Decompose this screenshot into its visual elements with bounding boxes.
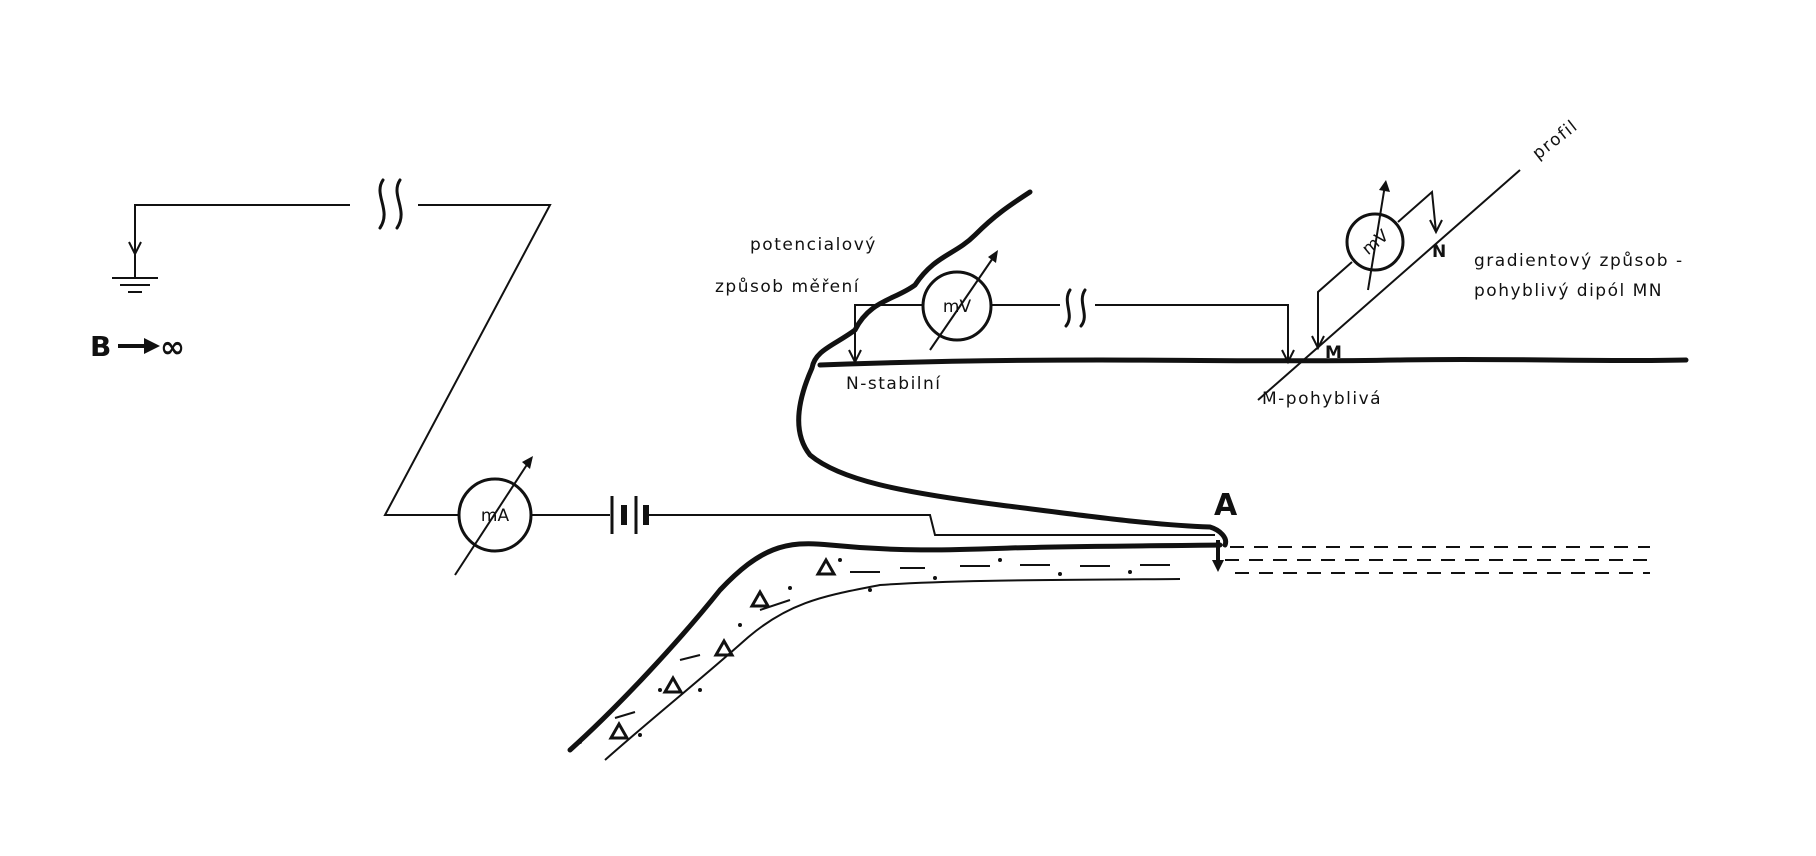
ammeter-needle (454, 459, 531, 576)
triangle-1 (815, 556, 837, 576)
ground-symbol (112, 254, 158, 293)
voltmeter-potential-needle (929, 254, 996, 351)
electrode-b-label: B (90, 330, 111, 363)
labels: B ∞ potencialový způsob měření N-stabiln… (90, 116, 1684, 523)
potential-wire-right (1095, 304, 1289, 362)
break-symbol-2b (1079, 288, 1087, 328)
current-wire-left (383, 204, 552, 516)
terrain-lower-outline (567, 541, 1223, 753)
potential-method-line1: potencialový (750, 235, 877, 255)
to-infinity-arrow (118, 338, 160, 354)
dipole-m-arrow (1311, 335, 1325, 351)
point-a-arrow (1212, 560, 1224, 572)
gradient-method-line1: gradientový způsob - (1474, 251, 1684, 271)
dipole-n-arrow (1429, 219, 1443, 235)
triangle-3 (713, 637, 735, 657)
break-symbol-2a (1064, 288, 1072, 328)
break-symbol-1b (395, 178, 403, 230)
triangle-4 (662, 674, 684, 694)
m-moving-label: M-pohyblivá (1262, 389, 1382, 409)
layer-dots (578, 558, 1132, 744)
profile-label: profil (1529, 116, 1582, 164)
voltmeter-potential-label: mV (943, 297, 972, 317)
ground-wire (134, 204, 350, 252)
layer-fill-marks (614, 564, 1170, 719)
terrain-upper-outline (796, 189, 1229, 548)
n-electrode-arrow (848, 349, 862, 365)
ammeter-needle-arrow (522, 456, 533, 469)
dipole-wire-m (1317, 261, 1353, 348)
current-wire-right (648, 514, 1215, 536)
voltmeter-gradient-needle-arrow (1379, 180, 1390, 192)
current-circuit: mA (112, 178, 1215, 576)
layer-base-line (604, 578, 1181, 761)
gradient-circuit: mV (1257, 169, 1521, 401)
n-stable-label: N-stabilní (846, 374, 942, 394)
point-n-label: N (1432, 242, 1448, 262)
break-symbol-1a (378, 178, 386, 230)
dipole-wire-n (1397, 189, 1437, 233)
terrain (567, 189, 1689, 761)
voltmeter-gradient-needle (1367, 184, 1386, 291)
triangle-2 (749, 588, 771, 608)
point-m-label: M (1325, 343, 1343, 363)
m-electrode-arrow (1281, 349, 1295, 365)
infinity-symbol: ∞ (160, 330, 185, 365)
gradient-method-line2: pohyblivý dipól MN (1474, 281, 1663, 301)
triangle-5 (608, 720, 630, 740)
point-a-label: A (1214, 488, 1238, 523)
potential-circuit: mV (848, 250, 1295, 365)
layer-triangles (608, 556, 837, 740)
ammeter-label: mA (481, 506, 510, 526)
potential-method-line2: způsob měření (715, 277, 860, 297)
battery-symbol (610, 496, 649, 534)
profile-line (1257, 169, 1521, 401)
potential-wire-left (854, 304, 922, 362)
voltmeter-potential-needle-arrow (988, 250, 998, 263)
ground-surface-line (817, 356, 1689, 368)
